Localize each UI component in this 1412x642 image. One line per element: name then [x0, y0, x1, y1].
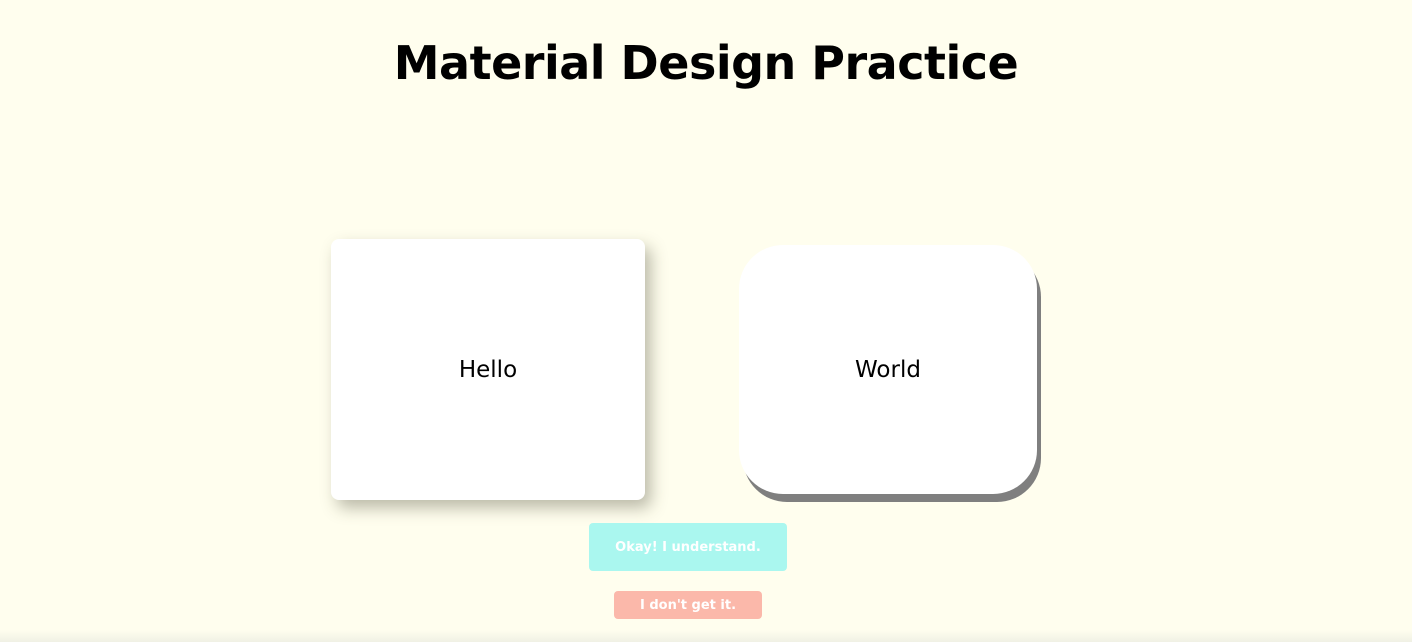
dont-get-it-button[interactable]: I don't get it. [614, 591, 762, 619]
hello-card-label: Hello [458, 356, 518, 383]
hello-card: Hello [331, 239, 645, 500]
bottom-fade [0, 630, 1412, 642]
page-title: Material Design Practice [393, 36, 1019, 90]
world-card: World [739, 245, 1037, 494]
okay-understand-button[interactable]: Okay! I understand. [589, 523, 787, 571]
world-card-label: World [855, 356, 921, 383]
